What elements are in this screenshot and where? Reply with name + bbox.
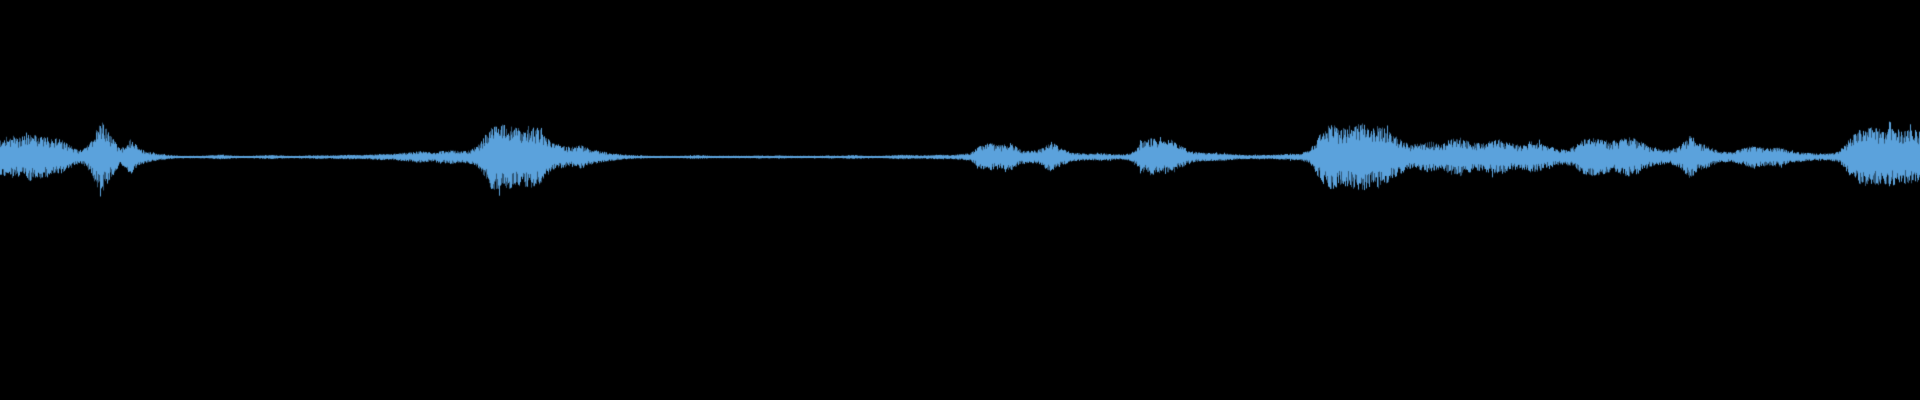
waveform-panel — [0, 0, 1920, 400]
audio-waveform-canvas[interactable] — [0, 0, 1920, 400]
